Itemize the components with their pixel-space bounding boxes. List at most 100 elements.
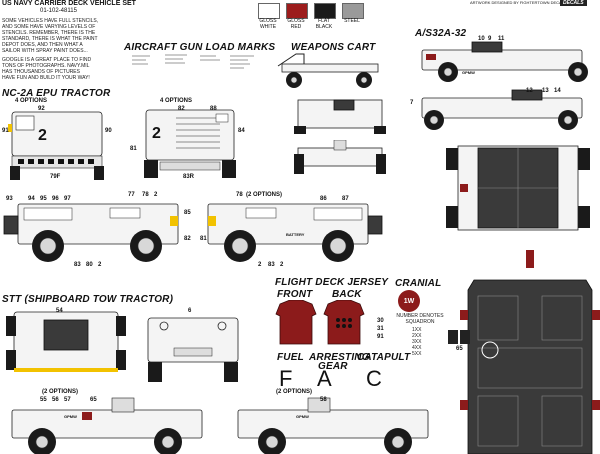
stt-number: 56 bbox=[52, 397, 59, 403]
as-number: 14 bbox=[554, 88, 561, 94]
nc-number: 95 bbox=[40, 196, 47, 202]
nc-number: 83 bbox=[268, 262, 275, 268]
brand-logo: DECALS bbox=[560, 0, 587, 6]
nc-label-79f: 79F bbox=[50, 174, 61, 180]
heading-weapons-cart: WEAPONS CART bbox=[291, 42, 376, 53]
jersey-number: 91 bbox=[377, 334, 384, 340]
as-number: 7 bbox=[410, 100, 414, 106]
nc-label-83r: 83R bbox=[183, 174, 195, 180]
gun-load-marks bbox=[132, 54, 254, 69]
label-catapult: CATAPULT bbox=[357, 352, 411, 363]
as-number: 11 bbox=[498, 36, 505, 42]
heading-nc2a: NC-2A EPU TRACTOR bbox=[2, 88, 111, 99]
stt-top-view bbox=[6, 311, 126, 372]
nc-number: 86 bbox=[320, 196, 327, 202]
letter-catapult: C bbox=[366, 366, 382, 391]
label-gpmw: GPMW bbox=[64, 414, 77, 419]
nc-number: 80 bbox=[86, 262, 93, 268]
badge-decals bbox=[448, 330, 470, 344]
nc2a-side-view-left bbox=[3, 203, 179, 262]
as32a-top-view bbox=[446, 145, 590, 231]
label-gpmw: GPMW bbox=[462, 70, 475, 75]
jersey-front bbox=[275, 300, 317, 345]
label-two-options: (2 OPTIONS) bbox=[276, 389, 313, 395]
swatch-flat-black bbox=[314, 3, 336, 19]
heading-cranial: CRANIAL bbox=[395, 278, 442, 289]
kit-title: US NAVY CARRIER DECK VEHICLE SET bbox=[2, 0, 136, 7]
nc-number: 93 bbox=[6, 196, 13, 202]
letter-fuel: F bbox=[279, 366, 293, 391]
heading-aircraft-gun: AIRCRAFT GUN LOAD MARKS bbox=[124, 42, 276, 53]
as-number: 12 bbox=[526, 88, 533, 94]
cart-number: 65 bbox=[456, 346, 463, 352]
intro-text: SOME VEHICLES HAVE FULL STENCILS,AND SOM… bbox=[2, 18, 99, 81]
weapons-cart-front bbox=[294, 140, 386, 174]
stt-number: 57 bbox=[64, 397, 71, 403]
nc-number: 85 bbox=[184, 210, 191, 216]
nc-number: 81 bbox=[200, 236, 207, 242]
heading-as32a: A/S32A-32 bbox=[415, 28, 467, 39]
nc-number: 97 bbox=[64, 196, 71, 202]
nc-number: 78 bbox=[236, 192, 243, 198]
nc-number: 2 bbox=[258, 262, 262, 268]
nc-number: 82 bbox=[184, 236, 191, 242]
as-number: 10 bbox=[478, 36, 485, 42]
jersey-number: 30 bbox=[377, 318, 384, 324]
cranial-badge: 1W bbox=[398, 290, 420, 312]
jersey-number: 31 bbox=[377, 326, 384, 332]
weapons-cart-top bbox=[294, 99, 386, 134]
nc-number: 82 bbox=[178, 106, 185, 112]
nc-number: 78 bbox=[142, 192, 149, 198]
artwork-credit: ARTWORK DESIGNED BY FIGHTERTOWN DECALS bbox=[470, 0, 567, 5]
label-four-options: 4 OPTIONS bbox=[15, 98, 48, 104]
swatch-label: STEEL bbox=[344, 18, 360, 24]
swatch-gloss-red bbox=[286, 3, 308, 19]
nc-number: 87 bbox=[342, 196, 349, 202]
stt-side-view-left bbox=[11, 397, 203, 454]
svg-text:2: 2 bbox=[38, 127, 47, 144]
heading-jersey-front: FRONT bbox=[277, 289, 313, 300]
stt-number: 54 bbox=[56, 308, 63, 314]
heading-jersey-back: BACK bbox=[332, 289, 362, 300]
stt-number: 58 bbox=[320, 397, 327, 403]
label-fuel: FUEL bbox=[277, 352, 304, 363]
swatch-gloss-white bbox=[258, 3, 280, 19]
as32a-side-bottom bbox=[421, 89, 583, 130]
as-number: 9 bbox=[488, 36, 492, 42]
nc-number: 84 bbox=[238, 128, 245, 134]
nc-number: 2 bbox=[98, 262, 102, 268]
nc2a-side-view-right bbox=[207, 203, 383, 262]
nc-number: 94 bbox=[28, 196, 35, 202]
stt-side-view-right bbox=[237, 397, 429, 454]
deck-cart-top-view bbox=[460, 250, 600, 454]
letter-arresting: A bbox=[317, 366, 332, 391]
label-arresting: ARRESTING bbox=[309, 352, 370, 363]
weapons-cart-side bbox=[277, 53, 379, 88]
nc2a-front-view: 2 bbox=[8, 111, 104, 180]
svg-text:2: 2 bbox=[152, 125, 161, 142]
as32a-side-top bbox=[421, 41, 588, 82]
stt-front-view bbox=[147, 317, 239, 382]
heading-jersey: FLIGHT DECK JERSEY bbox=[275, 277, 389, 288]
nc-number: 91 bbox=[2, 128, 9, 134]
stt-number: 6 bbox=[188, 308, 192, 314]
as-number: 13 bbox=[542, 88, 549, 94]
nc-number: 96 bbox=[52, 196, 59, 202]
label-two-options: (2 OPTIONS) bbox=[42, 389, 79, 395]
label-two-options: (2 OPTIONS) bbox=[246, 192, 283, 198]
nc-number: 2 bbox=[280, 262, 284, 268]
label-four-options: 4 OPTIONS bbox=[160, 98, 193, 104]
kit-code: 01-102-48115 bbox=[40, 8, 77, 14]
label-gpmw: GPMW bbox=[296, 414, 309, 419]
nc-number: 92 bbox=[38, 106, 45, 112]
nc-number: 90 bbox=[105, 128, 112, 134]
nc2a-rear-view: 2 bbox=[144, 109, 236, 178]
nc-number: 77 bbox=[128, 192, 135, 198]
label-gear: GEAR bbox=[318, 361, 348, 372]
nc-number: 88 bbox=[210, 106, 217, 112]
nc-number: 83 bbox=[74, 262, 81, 268]
